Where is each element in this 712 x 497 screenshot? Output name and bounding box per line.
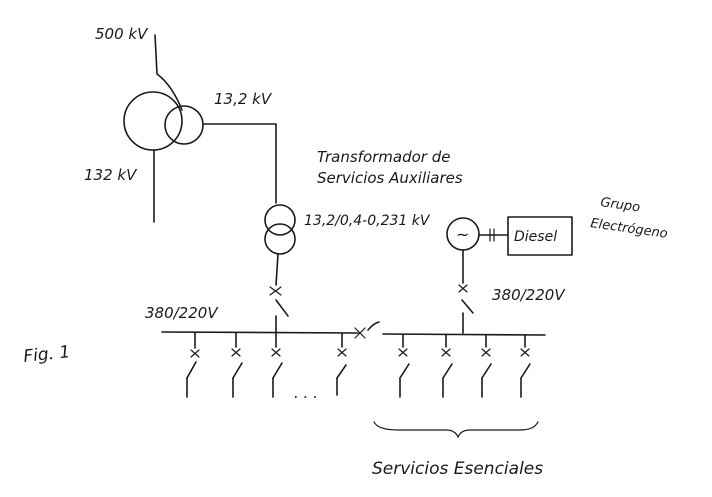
bus-left	[161, 331, 359, 334]
line-13-2kv	[202, 123, 277, 204]
label-13-2kv: 13,2 kV	[214, 90, 273, 108]
label-ellipsis: . . .	[294, 384, 318, 402]
label-bus-right: 380/220V	[492, 286, 566, 304]
aux-transformer-output-line	[275, 253, 279, 286]
label-132kv: 132 kV	[84, 166, 138, 184]
label-aux-transformer-line1: Transformador de	[317, 148, 451, 166]
label-500kv: 500 kV	[95, 25, 149, 43]
label-figure: Fig. 1	[22, 342, 71, 367]
generator-symbol: ~	[456, 225, 469, 244]
aux-transformer-breaker	[269, 286, 289, 333]
feeder-right-3	[481, 334, 492, 398]
feeder-right-4	[520, 334, 531, 398]
bus-tie-breaker	[354, 321, 380, 339]
diesel-engine-box	[507, 216, 573, 256]
aux-transformer-secondary-winding	[264, 223, 296, 255]
label-bus-left: 380/220V	[145, 304, 219, 322]
generator-breaker	[458, 249, 474, 334]
essential-services-brace	[373, 421, 539, 439]
label-genset-line2: Electrógeno	[589, 216, 668, 242]
generator-coupling	[478, 228, 509, 242]
bus-right	[382, 333, 546, 336]
diesel-label: Diesel	[514, 229, 557, 245]
aux-transformer-primary-winding	[264, 204, 296, 236]
feeder-left-2	[231, 332, 243, 398]
feeder-left-4	[336, 332, 347, 396]
label-aux-transformer-ratio: 13,2/0,4-0,231 kV	[304, 213, 431, 229]
feeder-left-3	[271, 332, 283, 398]
label-essential-services: Servicios Esenciales	[372, 459, 543, 479]
label-genset-line1: Grupo	[599, 195, 641, 215]
main-transformer-tertiary-winding	[164, 105, 204, 145]
main-transformer-primary-winding	[123, 91, 183, 151]
line-500kv	[154, 34, 183, 111]
label-aux-transformer-line2: Servicios Auxiliares	[317, 169, 463, 187]
feeder-right-1	[398, 334, 410, 398]
feeder-right-2	[441, 334, 453, 398]
feeder-left-1	[186, 332, 200, 398]
